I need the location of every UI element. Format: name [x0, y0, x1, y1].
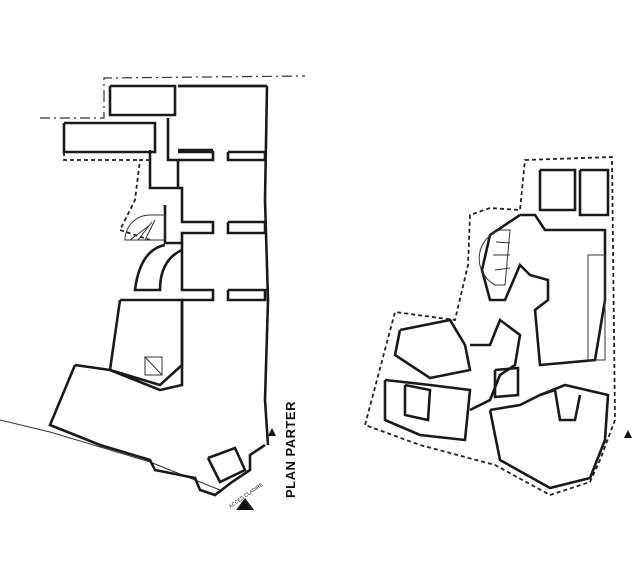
small-lightwell [493, 366, 520, 399]
inner-room [403, 383, 432, 422]
top-room-right [578, 168, 610, 217]
right-building [363, 156, 632, 496]
south-wall [48, 364, 266, 497]
south-room [488, 383, 610, 490]
east-wall [263, 85, 270, 446]
divider-1b [226, 150, 267, 162]
southwest-room [383, 378, 472, 442]
left-dashed-outline [63, 152, 140, 161]
right-dashed-outline [363, 156, 616, 496]
north-marker-icon [268, 428, 276, 436]
curved-passage [133, 243, 183, 292]
divider-2b [226, 220, 267, 235]
top-room-left [538, 168, 577, 212]
central-hall [480, 213, 607, 367]
access-arrow-icon [236, 498, 254, 510]
property-boundary-top [103, 75, 306, 100]
spiral-stair [124, 214, 166, 241]
west-room [393, 318, 472, 380]
divider-3b [226, 288, 267, 302]
spiral-stair-right [478, 229, 511, 286]
spine-3 [180, 243, 215, 302]
central-spine [148, 118, 180, 190]
east-annex [587, 254, 606, 361]
south-east-wedge [539, 388, 582, 422]
left-building [48, 84, 276, 510]
lightwell [144, 355, 163, 376]
spine-2 [163, 186, 215, 245]
divider-1a [178, 150, 215, 162]
middle-corridor [469, 317, 522, 412]
big-room-south [74, 300, 184, 392]
room-southwest [108, 298, 184, 387]
north-marker-right-icon [624, 430, 632, 438]
entrance-room [206, 446, 247, 484]
street-line [0, 419, 221, 491]
property-boundary-left [40, 100, 105, 119]
corridor-room [62, 121, 157, 154]
stair-outline [118, 159, 151, 241]
small-room-top [108, 84, 177, 117]
plan-title: PLAN PARTER [283, 401, 298, 498]
